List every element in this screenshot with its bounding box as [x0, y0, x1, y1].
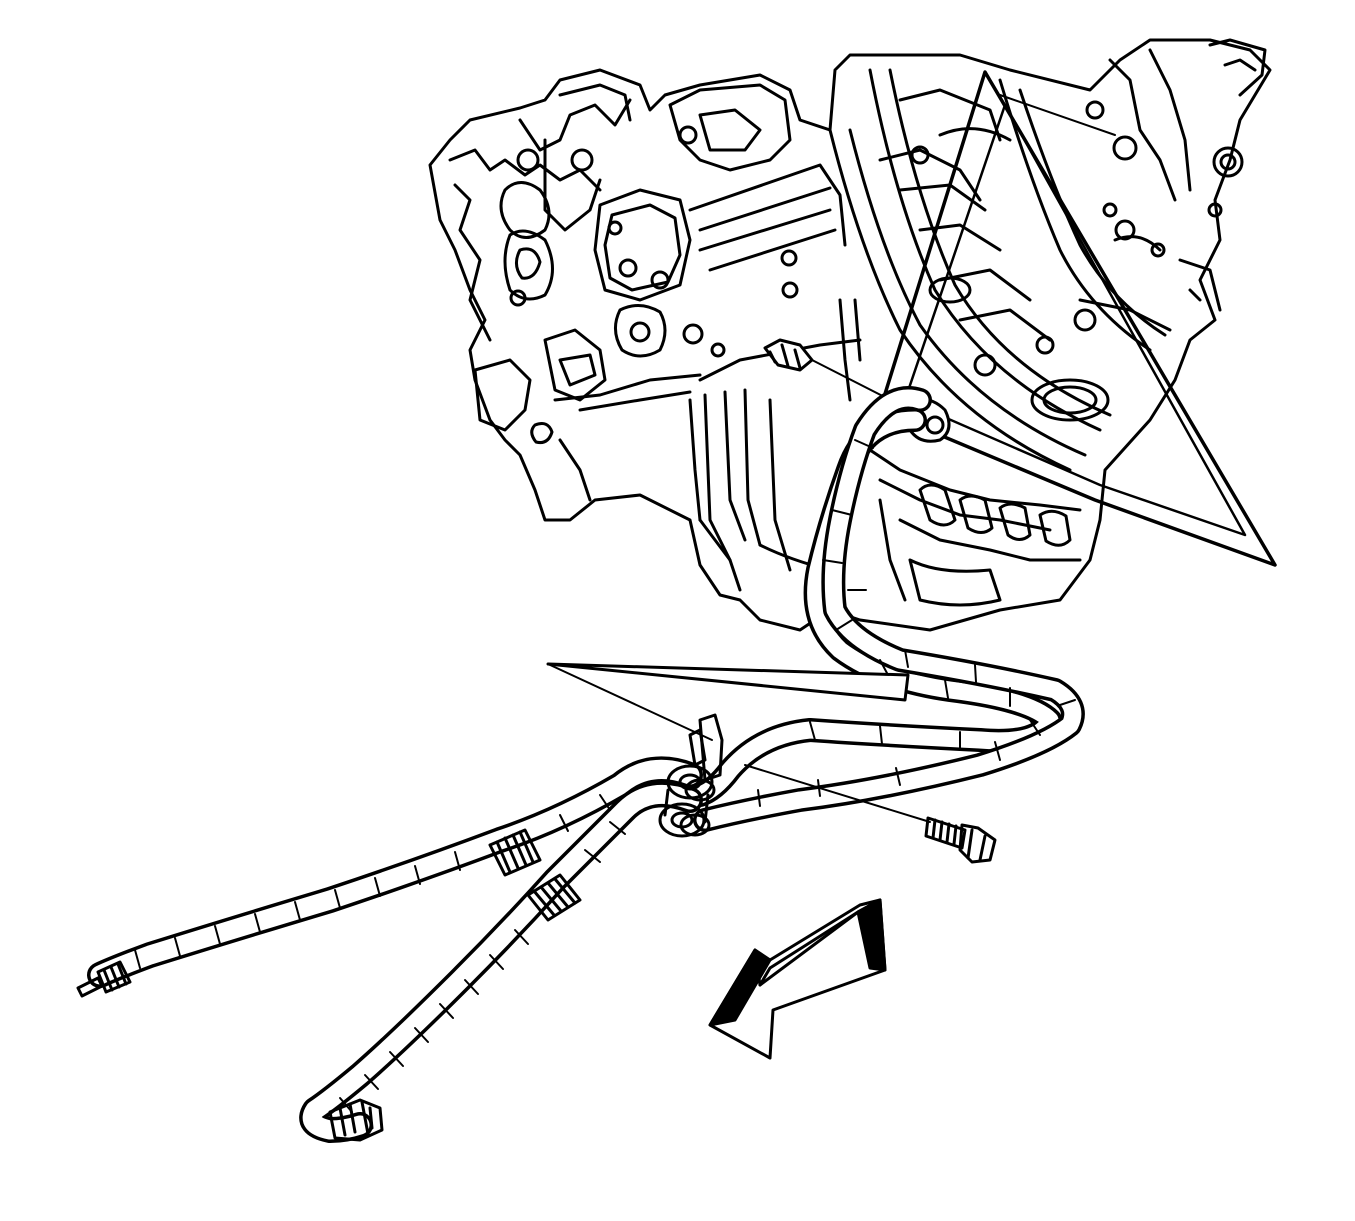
- engine-block: [428, 38, 1277, 632]
- callout-leader: [546, 662, 910, 741]
- clamp-bolt: [744, 764, 997, 864]
- hose-clamp-bracket: [658, 713, 724, 838]
- direction-arrow-icon: [708, 898, 887, 1060]
- oil-cooler-hoses: [87, 386, 1085, 1143]
- hose-fittings: [76, 828, 582, 1142]
